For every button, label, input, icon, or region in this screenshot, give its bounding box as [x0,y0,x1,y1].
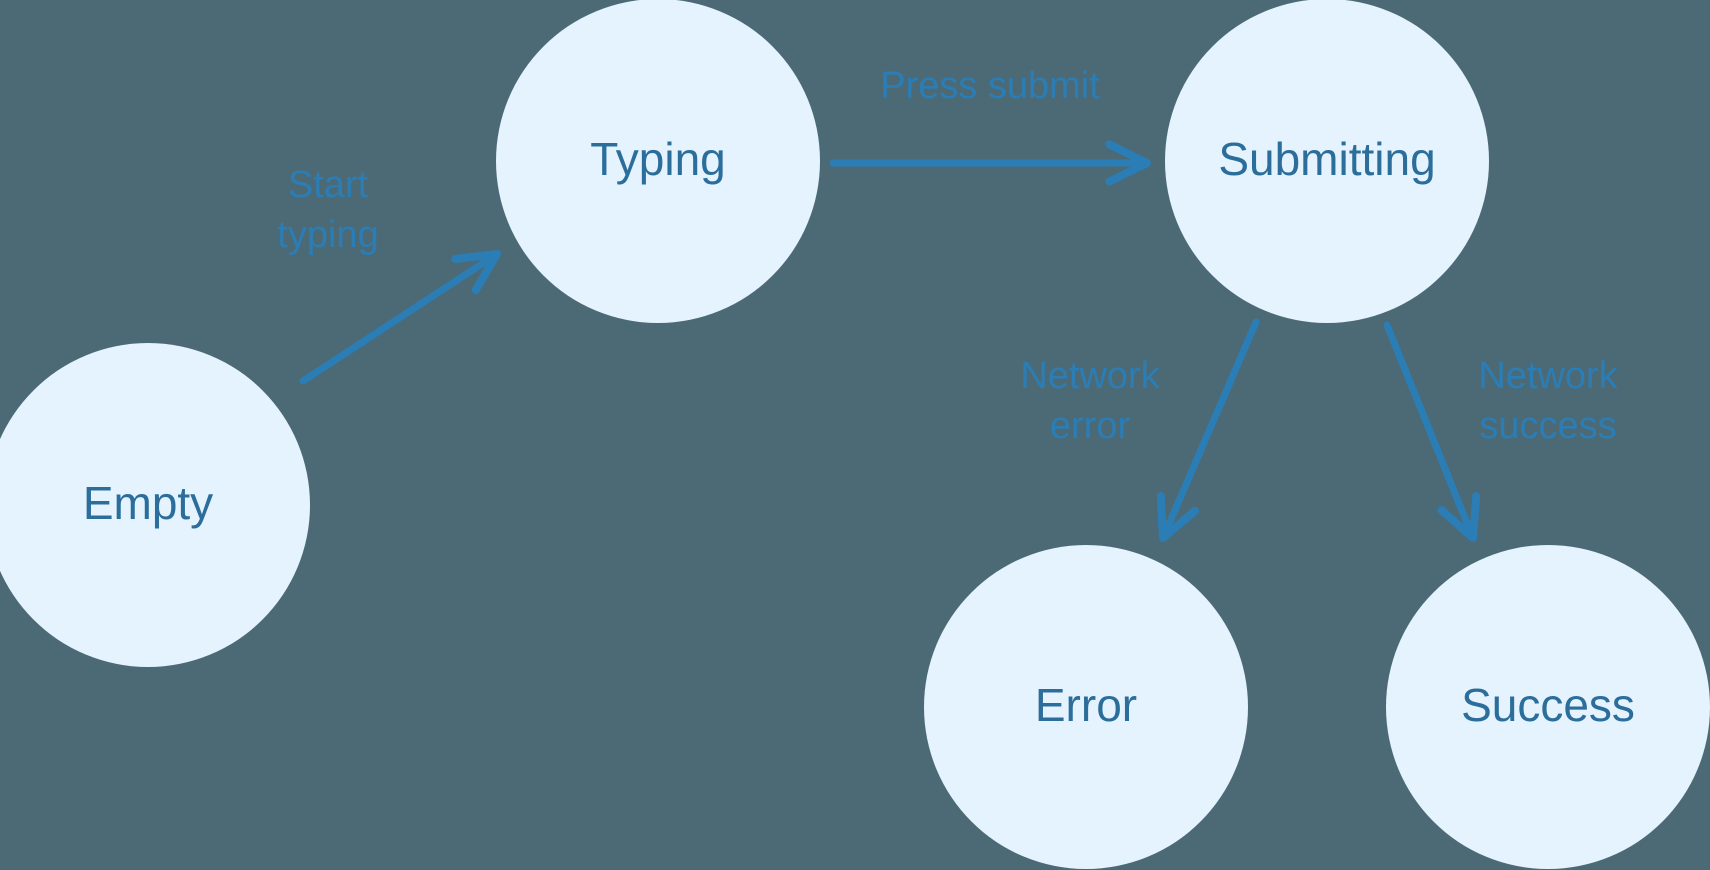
edge-typing-to-submitting: Press submit [829,65,1151,186]
edge-empty-to-typing-arrowhead-icon [451,250,501,295]
edge-submitting-to-error-arrowhead-icon [1156,492,1199,542]
edge-label-line: Press submit [880,65,1100,107]
node-success-circle[interactable] [1386,545,1710,869]
edge-empty-to-typing-line [299,250,501,385]
node-error-label: Error [1035,679,1137,731]
edge-typing-to-submitting-label: Press submit [880,65,1100,107]
node-success-label: Success [1461,679,1635,731]
edge-submitting-to-success-label: Network success [1478,355,1618,447]
node-error-circle[interactable] [924,545,1248,869]
edge-submitting-to-error-label: Network error [1020,355,1160,447]
node-typing-circle[interactable] [496,0,820,323]
edge-empty-to-typing: Start typing [277,164,501,385]
edge-submitting-to-success: Network success [1383,321,1619,542]
node-success[interactable]: Success [1386,545,1710,869]
node-empty[interactable]: Empty [0,343,310,667]
edge-typing-to-submitting-arrowhead-icon [1105,140,1151,186]
edge-label-line: success [1479,405,1616,447]
node-typing-label: Typing [590,133,726,185]
node-empty-circle[interactable] [0,343,310,667]
node-submitting-circle[interactable] [1165,0,1489,323]
edge-submitting-to-success-arrowhead-icon [1437,492,1481,542]
edge-label-line: Network [1020,355,1160,397]
edge-submitting-to-error-line [1159,318,1260,542]
edge-empty-to-typing-label: Start typing [277,164,378,256]
node-error[interactable]: Error [924,545,1248,869]
node-submitting-label: Submitting [1218,133,1435,185]
node-empty-label: Empty [83,477,213,529]
edge-label-line: Network [1478,355,1618,397]
edge-label-line: typing [277,214,378,256]
node-submitting[interactable]: Submitting [1165,0,1489,323]
edge-label-line: Start [288,164,369,206]
edge-submitting-to-error: Network error [1020,318,1260,542]
node-typing[interactable]: Typing [496,0,820,323]
edge-submitting-to-success-line [1383,321,1477,542]
edge-label-line: error [1050,405,1131,447]
